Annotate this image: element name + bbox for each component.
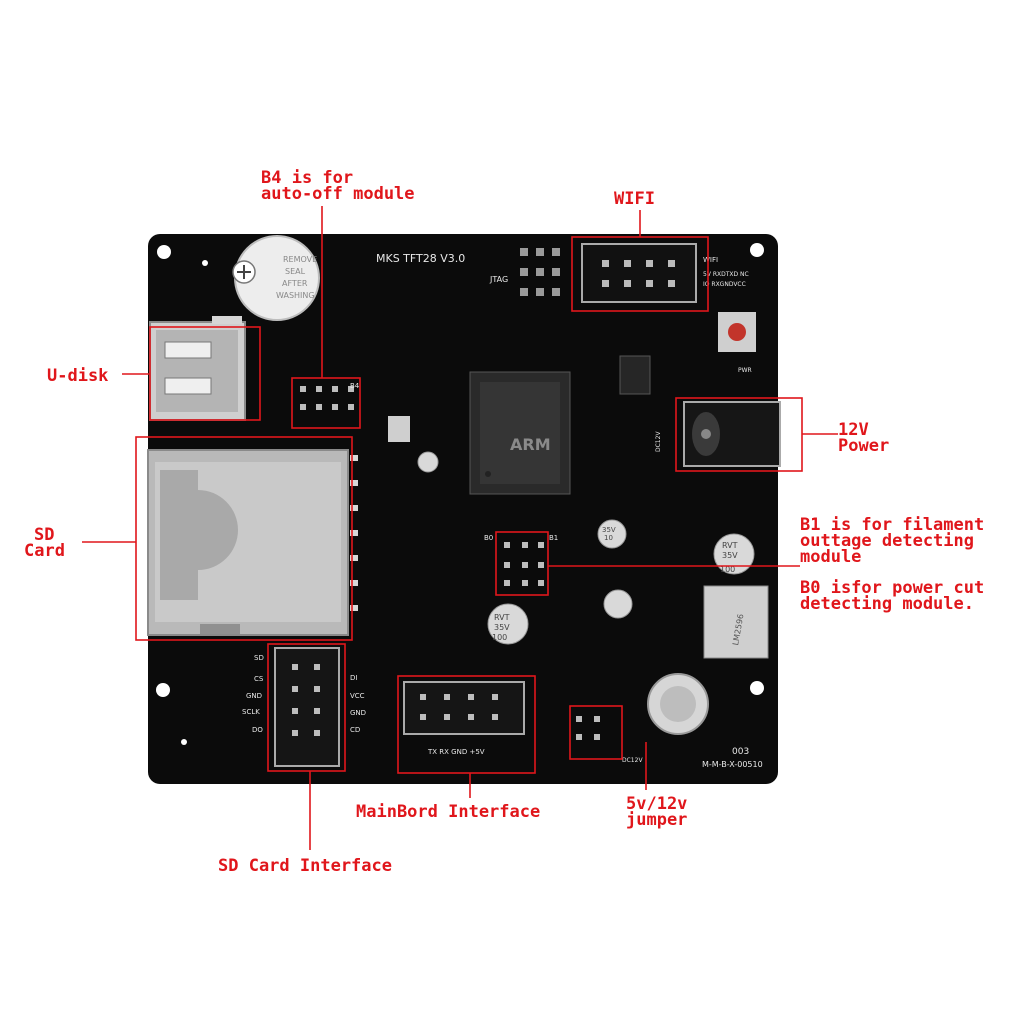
sd-pin-do: DO bbox=[252, 726, 263, 734]
power-annotation-line: Power bbox=[838, 436, 890, 456]
sd-pin-sd: SD bbox=[254, 654, 264, 662]
mounting-holes bbox=[156, 243, 764, 745]
b1-silk: B1 bbox=[549, 534, 558, 542]
jumper-header bbox=[576, 716, 600, 740]
udisk-annotation: U-disk bbox=[47, 366, 109, 386]
usb-port bbox=[149, 316, 246, 421]
sd-pin-cd: CD bbox=[350, 726, 360, 734]
b0-annotation-line: detecting module. bbox=[800, 594, 974, 614]
jumper-box bbox=[569, 705, 623, 760]
cap-text: RVT bbox=[494, 613, 510, 622]
b0-b1-header bbox=[504, 542, 544, 586]
sd-pin-sclk: SCLK bbox=[242, 708, 260, 716]
board-model: MKS TFT28 V3.0 bbox=[376, 252, 465, 265]
b4-annotation: B4 is for auto-off module bbox=[261, 168, 415, 204]
b0-b1-box bbox=[495, 531, 549, 596]
power-jack bbox=[683, 401, 781, 467]
sd-pin-di: DI bbox=[350, 674, 357, 682]
wifi-pin-silk: IO RXGNDVCC bbox=[703, 281, 746, 288]
b0-annotation: B0 isfor power cut detecting module. bbox=[800, 578, 985, 614]
b1-annotation: B1 is for filament outtage detecting mod… bbox=[800, 515, 985, 567]
mcu-chip: ARM bbox=[469, 371, 571, 495]
cap-text: RVT bbox=[722, 541, 738, 550]
cap-text: 35V bbox=[494, 623, 510, 632]
b4-box bbox=[291, 377, 361, 429]
sd-card-slot bbox=[147, 449, 358, 636]
jumper-annotation-line: jumper bbox=[626, 810, 688, 830]
jumper-annotation-line: 5v/12v bbox=[626, 794, 688, 814]
reset-button-cap bbox=[728, 323, 746, 341]
sd-pin-vcc: VCC bbox=[350, 692, 365, 700]
sd-card-annotation-line: Card bbox=[24, 541, 65, 561]
buzzer-text: SEAL bbox=[285, 267, 306, 276]
b4-annotation-line: B4 is for bbox=[261, 168, 354, 188]
pwr-silk: PWR bbox=[738, 367, 752, 374]
jumper-annotation: 5v/12v jumper bbox=[626, 794, 688, 830]
sd-interface-box bbox=[267, 643, 346, 772]
mainboard-interface-connector bbox=[403, 681, 525, 735]
buzzer: REMOVE SEAL AFTER WASHING bbox=[232, 235, 320, 321]
crystal bbox=[388, 416, 410, 442]
b0-silk: B0 bbox=[484, 534, 493, 542]
sd-pin-cs: CS bbox=[254, 675, 264, 683]
b4-header bbox=[300, 386, 354, 410]
b1-annotation-line: B1 is for filament bbox=[800, 515, 985, 535]
batch-silk: 003 bbox=[732, 747, 749, 757]
buzzer-text: WASHING bbox=[276, 291, 315, 300]
power-annotation-line: 12V bbox=[838, 420, 869, 440]
ic-chip bbox=[619, 355, 651, 395]
regulator bbox=[703, 585, 769, 659]
dc12v-silk: DC12V bbox=[655, 431, 662, 452]
sd-card-annotation-line: SD bbox=[34, 525, 55, 545]
jtag-header bbox=[520, 248, 560, 296]
cap-text: 100 bbox=[492, 633, 507, 642]
jumper-dc12v-silk: DC12V bbox=[622, 757, 643, 764]
sd-pin-gnd2: GND bbox=[350, 709, 366, 717]
sd-pin-gnd: GND bbox=[246, 692, 262, 700]
leader-lines bbox=[82, 206, 838, 850]
b4-annotation-line: auto-off module bbox=[261, 184, 415, 204]
b0-annotation-line: B0 isfor power cut bbox=[800, 578, 985, 598]
serial-silk: M-M-B-X-00510 bbox=[702, 760, 763, 769]
sd-card-annotation: SD Card bbox=[24, 525, 65, 561]
power-annotation: 12V Power bbox=[838, 420, 890, 456]
mainboard-pin-silk: TX RX GND +5V bbox=[427, 748, 485, 756]
cap-text: 100 bbox=[720, 565, 735, 574]
b4-silk: B4 bbox=[350, 382, 360, 390]
capacitors bbox=[417, 451, 755, 735]
wifi-pin-silk: 5V RXDTXD NC bbox=[703, 271, 749, 278]
buzzer-text: AFTER bbox=[282, 279, 308, 288]
mainboard-annotation: MainBord Interface bbox=[356, 802, 541, 822]
jtag-silk: JTAG bbox=[489, 275, 508, 284]
mcu-brand: ARM bbox=[510, 435, 551, 454]
wifi-silk: WIFI bbox=[703, 256, 718, 264]
cap-small-text: 35V bbox=[602, 526, 616, 534]
sd-interface-connector bbox=[274, 647, 340, 767]
cap-text: 35V bbox=[722, 551, 738, 560]
wifi-annotation: WIFI bbox=[614, 189, 655, 209]
buzzer-text: REMOVE bbox=[283, 255, 317, 264]
sd-card-box bbox=[135, 436, 353, 641]
b1-annotation-line: outtage detecting bbox=[800, 531, 974, 551]
mainboard-box bbox=[397, 675, 536, 774]
cap-small-text: 10 bbox=[604, 534, 613, 542]
wifi-connector bbox=[581, 243, 697, 303]
sd-interface-annotation: SD Card Interface bbox=[218, 856, 392, 876]
b1-annotation-line: module bbox=[800, 547, 862, 567]
